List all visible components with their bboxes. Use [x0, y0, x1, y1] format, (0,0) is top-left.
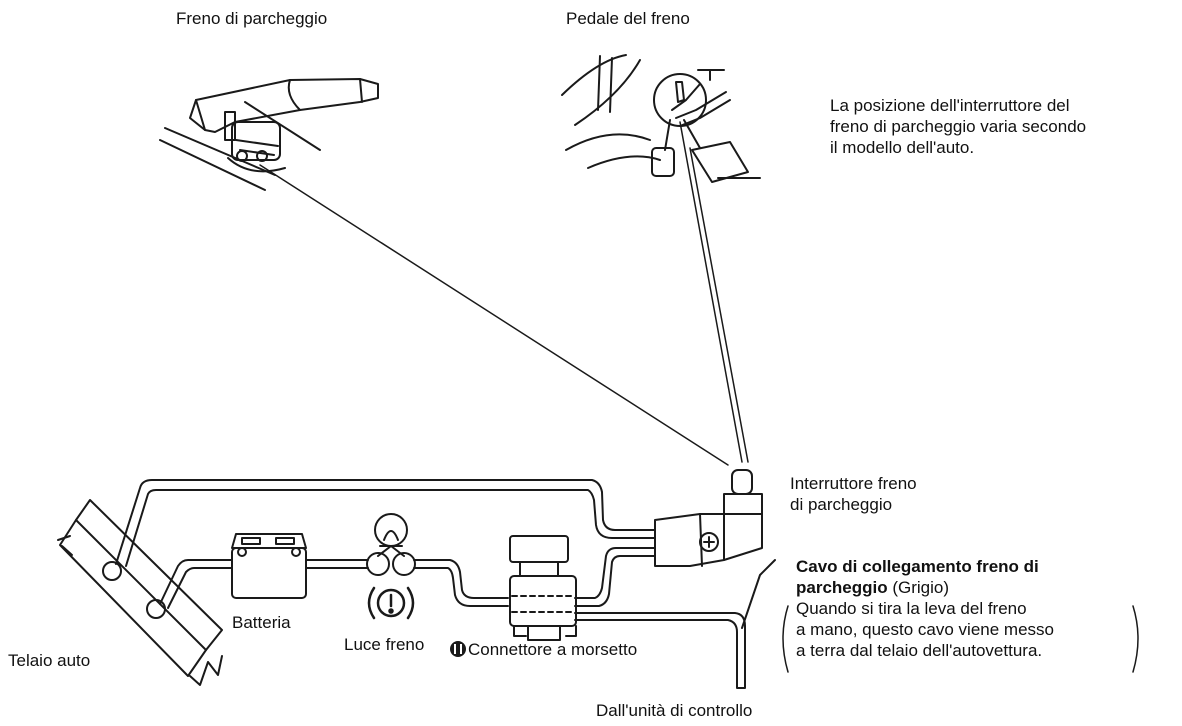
clamp-connector-marker-icon	[450, 641, 466, 657]
brake-warning-icon	[367, 586, 415, 620]
cable-color: (Grigio)	[887, 578, 950, 597]
cable-note-line: a mano, questo cavo viene messo	[796, 620, 1054, 639]
parking-brake-switch-symbol	[654, 469, 763, 567]
battery-symbol	[231, 533, 307, 599]
cable-note-line: a terra dal telaio dell'autovettura.	[796, 641, 1043, 660]
note-bracket-left	[782, 605, 789, 673]
note-bracket-right	[1132, 605, 1139, 673]
note-line: il modello dell'auto.	[830, 138, 975, 157]
cable-title-bold: parcheggio	[796, 578, 888, 597]
leader-line-parking-brake	[259, 164, 729, 466]
switch-label-line: di parcheggio	[790, 495, 893, 514]
leader-line-brake-pedal-2	[689, 147, 749, 463]
switch-label-line: Interruttore freno	[790, 474, 917, 493]
label-brake-pedal: Pedale del freno	[566, 9, 690, 28]
wiring-harness	[115, 479, 776, 689]
leader-line-brake-pedal	[679, 121, 743, 463]
label-battery: Batteria	[232, 613, 291, 632]
brake-pedal-illustration	[561, 54, 761, 183]
brake-light-symbol	[366, 513, 416, 576]
label-parking-brake-cable: Cavo di collegamento freno di parcheggio…	[796, 556, 1054, 661]
label-parking-brake-switch: Interruttore freno di parcheggio	[790, 473, 917, 515]
label-control-unit: Dall'unità di controllo	[596, 701, 753, 720]
label-brake-light: Luce freno	[344, 635, 425, 654]
car-chassis	[57, 499, 223, 686]
cable-title-line: Cavo di collegamento freno di	[796, 557, 1039, 576]
note-position-varies: La posizione dell'interruttore del freno…	[830, 95, 1086, 158]
cable-title-line: parcheggio (Grigio)	[796, 577, 1054, 598]
label-parking-brake: Freno di parcheggio	[176, 9, 328, 28]
note-line: freno di parcheggio varia secondo	[830, 117, 1087, 136]
label-clamp-connector: Connettore a morsetto	[468, 640, 638, 659]
clamp-connector-symbol	[509, 535, 577, 641]
label-chassis: Telaio auto	[8, 651, 91, 670]
parking-brake-lever-illustration	[159, 78, 379, 191]
note-line: La posizione dell'interruttore del	[830, 96, 1070, 115]
cable-note-line: Quando si tira la leva del freno	[796, 599, 1027, 618]
